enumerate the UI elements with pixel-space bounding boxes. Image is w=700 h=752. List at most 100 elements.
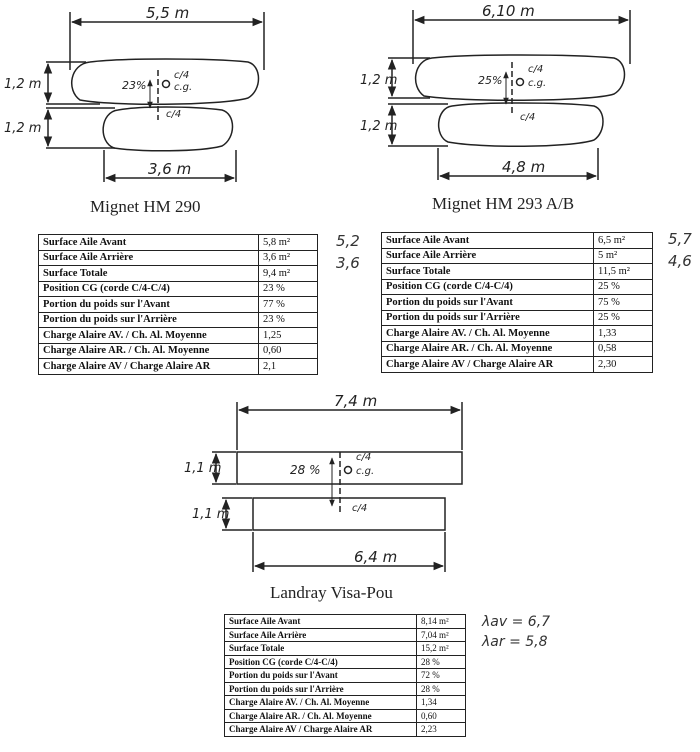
hm293-c4-bottom: c/4 [520,112,535,123]
table-cell-value: 1,25 [258,327,318,344]
hm290-note-2: 3,6 [336,254,360,272]
table-cell-label: Portion du poids sur l'Arrière [381,309,594,326]
hm290-front-wing [70,58,260,106]
table-cell-value: 3,6 m² [258,249,318,266]
hm290-chord-front-label: 1,2 m [4,77,41,92]
visapou-chord-front-label: 1,1 m [184,461,221,476]
visapou-c4-top: c/4 [356,452,371,463]
hm290-c4-top: c/4 [174,70,189,81]
table-cell-value: 0,58 [593,340,653,357]
table-cell-label: Portion du poids sur l'Arrière [224,681,417,696]
hm290-caption: Mignet HM 290 [90,197,201,216]
table-cell-value: 11,5 m² [593,263,653,280]
hm290-cg-percent: 23% [122,79,146,92]
hm290-diagram [43,12,265,183]
hm293-cg-point [515,77,525,87]
table-cell-value: 23 % [258,311,318,328]
visapou-cg-point [343,465,353,475]
visapou-caption: Landray Visa-Pou [270,583,393,602]
table-row: Position CG (corde C/4-C/4)23 % [38,280,318,297]
hm290-note-1: 5,2 [336,232,360,250]
hm293-note-2: 4,6 [668,252,692,270]
visapou-note-2: λar = 5,8 [482,634,548,650]
table-cell-value: 72 % [416,668,466,683]
table-cell-value: 23 % [258,280,318,297]
hm290-cg-point [161,79,171,89]
table-cell-value: 0,60 [416,708,466,723]
table-cell-value: 1,34 [416,695,466,710]
table-cell-value: 77 % [258,296,318,313]
hm293-caption: Mignet HM 293 A/B [432,194,575,213]
visapou-span-front-label: 7,4 m [334,392,377,410]
table-cell-label: Surface Totale [224,641,417,656]
table-cell-value: 2,1 [258,358,318,375]
table-cell-value: 6,5 m² [593,232,653,249]
table-cell-value: 25 % [593,309,653,326]
visapou-span-rear-label: 6,4 m [354,548,397,566]
table-cell-label: Surface Aile Arrière [381,247,594,264]
table-cell-value: 15,2 m² [416,641,466,656]
table-cell-label: Charge Alaire AV / Charge Alaire AR [38,358,259,375]
hm293-front-wing [414,54,626,102]
visapou-cg-label: c.g. [356,466,374,477]
table-cell-label: Position CG (corde C/4-C/4) [224,654,417,669]
visapou-note-1: λav = 6,7 [482,614,551,630]
table-cell-label: Portion du poids sur l'Avant [224,668,417,683]
hm293-span-rear-label: 4,8 m [502,158,545,176]
table-cell-label: Position CG (corde C/4-C/4) [38,280,259,297]
table-cell-label: Charge Alaire AV. / Ch. Al. Moyenne [381,325,594,342]
table-cell-label: Surface Aile Avant [224,614,417,629]
table-cell-value: 28 % [416,654,466,669]
hm293-rear-wing [438,102,604,148]
table-cell-value: 2,30 [593,356,653,373]
hm293-cg-percent: 25% [478,74,502,87]
visapou-diagram [211,402,463,572]
hm290-span-front-label: 5,5 m [146,4,189,22]
table-cell-value: 5 m² [593,247,653,264]
table-cell-value: 7,04 m² [416,627,466,642]
table-cell-label: Surface Totale [38,265,259,282]
table-cell-label: Portion du poids sur l'Avant [381,294,594,311]
table-cell-value: 9,4 m² [258,265,318,282]
hm293-cg-label: c.g. [528,78,546,89]
table-cell-value: 28 % [416,681,466,696]
hm293-c4-top: c/4 [528,64,543,75]
table-cell-label: Charge Alaire AR. / Ch. Al. Moyenne [224,708,417,723]
hm293-chord-front-label: 1,2 m [360,73,397,88]
hm290-rear-wing [102,106,234,152]
hm293-span-front-label: 6,10 m [482,2,535,20]
table-cell-value: 75 % [593,294,653,311]
visapou-chord-rear-label: 1,1 m [192,507,229,522]
table-cell-label: Charge Alaire AV / Charge Alaire AR [381,356,594,373]
table-cell-label: Surface Aile Avant [38,234,259,251]
visapou-front-wing [236,451,463,485]
table-cell-label: Portion du poids sur l'Avant [38,296,259,313]
visapou-cg-percent: 28 % [290,463,321,477]
table-cell-label: Surface Aile Arrière [38,249,259,266]
table-cell-label: Charge Alaire AV / Charge Alaire AR [224,722,417,737]
table-cell-label: Surface Aile Arrière [224,627,417,642]
